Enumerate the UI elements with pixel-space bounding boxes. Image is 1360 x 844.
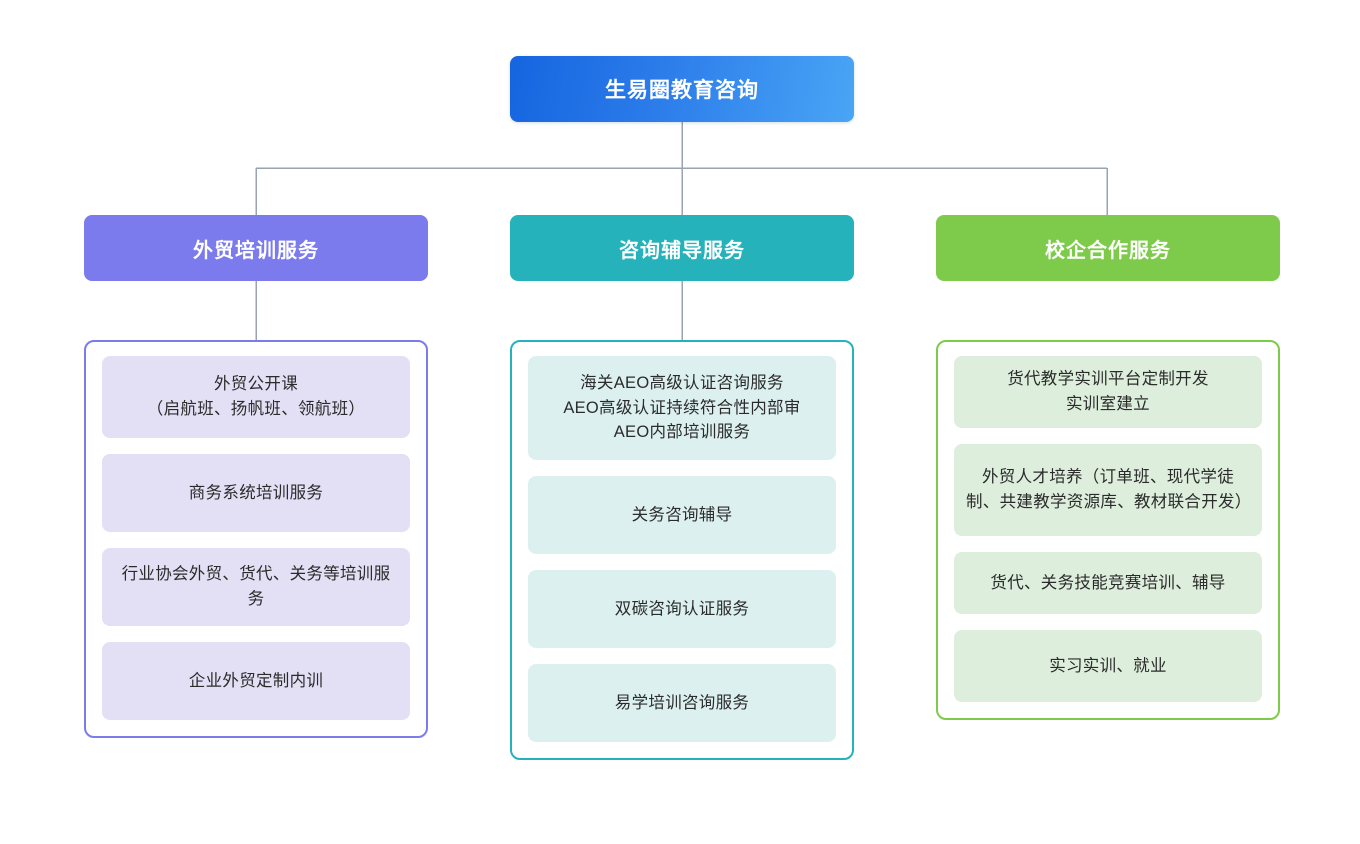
- leaf-card-label: 商务系统培训服务: [188, 483, 324, 502]
- leaf-card[interactable]: 货代、关务技能竞赛培训、辅导: [954, 552, 1262, 614]
- leaf-card-label: 实习实训、就业: [1049, 656, 1167, 675]
- leaf-card[interactable]: 外贸公开课 （启航班、扬帆班、领航班）: [102, 356, 410, 438]
- leaf-card-label: 行业协会外贸、货代、关务等培训服务: [121, 565, 391, 608]
- leaf-card-label: 海关AEO高级认证咨询服务 AEO高级认证持续符合性内部审 AEO内部培训服务: [563, 373, 801, 442]
- branch-header-label: 校企合作服务: [1045, 239, 1171, 262]
- leaf-card-label: 企业外贸定制内训: [188, 671, 324, 690]
- leaf-card[interactable]: 关务咨询辅导: [528, 476, 836, 554]
- leaf-card-label: 双碳咨询认证服务: [614, 599, 750, 618]
- branch-header-xiaoqi-hezuo[interactable]: 校企合作服务: [936, 215, 1280, 281]
- leaf-card-label: 外贸公开课 （启航班、扬帆班、领航班）: [146, 375, 366, 418]
- leaf-card-label: 易学培训咨询服务: [614, 693, 750, 712]
- root-node-label: 生易圈教育咨询: [605, 79, 759, 102]
- branch-header-label: 外贸培训服务: [193, 239, 319, 262]
- branch-column-zixun-fudao: 咨询辅导服务 海关AEO高级认证咨询服务 AEO高级认证持续符合性内部审 AEO…: [510, 215, 854, 760]
- leaf-card[interactable]: 实习实训、就业: [954, 630, 1262, 702]
- leaf-card-label: 货代、关务技能竞赛培训、辅导: [990, 573, 1226, 592]
- branch-header-zixun-fudao[interactable]: 咨询辅导服务: [510, 215, 854, 281]
- branch-body-xiaoqi-hezuo: 货代教学实训平台定制开发 实训室建立 外贸人才培养（订单班、现代学徒制、共建教学…: [936, 340, 1280, 720]
- leaf-card[interactable]: 商务系统培训服务: [102, 454, 410, 532]
- branch-header-waimao-peixun[interactable]: 外贸培训服务: [84, 215, 428, 281]
- branch-body-waimao-peixun: 外贸公开课 （启航班、扬帆班、领航班） 商务系统培训服务 行业协会外贸、货代、关…: [84, 340, 428, 738]
- leaf-card[interactable]: 易学培训咨询服务: [528, 664, 836, 742]
- branch-header-label: 咨询辅导服务: [619, 239, 745, 262]
- leaf-card[interactable]: 货代教学实训平台定制开发 实训室建立: [954, 356, 1262, 428]
- branch-body-zixun-fudao: 海关AEO高级认证咨询服务 AEO高级认证持续符合性内部审 AEO内部培训服务 …: [510, 340, 854, 760]
- leaf-card-label: 外贸人才培养（订单班、现代学徒制、共建教学资源库、教材联合开发）: [966, 468, 1252, 511]
- leaf-card[interactable]: 双碳咨询认证服务: [528, 570, 836, 648]
- branch-column-waimao-peixun: 外贸培训服务 外贸公开课 （启航班、扬帆班、领航班） 商务系统培训服务 行业协会…: [84, 215, 428, 738]
- leaf-card-label: 货代教学实训平台定制开发 实训室建立: [1007, 370, 1209, 413]
- root-node[interactable]: 生易圈教育咨询: [510, 56, 854, 122]
- leaf-card[interactable]: 海关AEO高级认证咨询服务 AEO高级认证持续符合性内部审 AEO内部培训服务: [528, 356, 836, 460]
- leaf-card[interactable]: 外贸人才培养（订单班、现代学徒制、共建教学资源库、教材联合开发）: [954, 444, 1262, 536]
- leaf-card[interactable]: 企业外贸定制内训: [102, 642, 410, 720]
- branch-column-xiaoqi-hezuo: 校企合作服务 货代教学实训平台定制开发 实训室建立 外贸人才培养（订单班、现代学…: [936, 215, 1280, 720]
- leaf-card-label: 关务咨询辅导: [631, 505, 733, 524]
- leaf-card[interactable]: 行业协会外贸、货代、关务等培训服务: [102, 548, 410, 626]
